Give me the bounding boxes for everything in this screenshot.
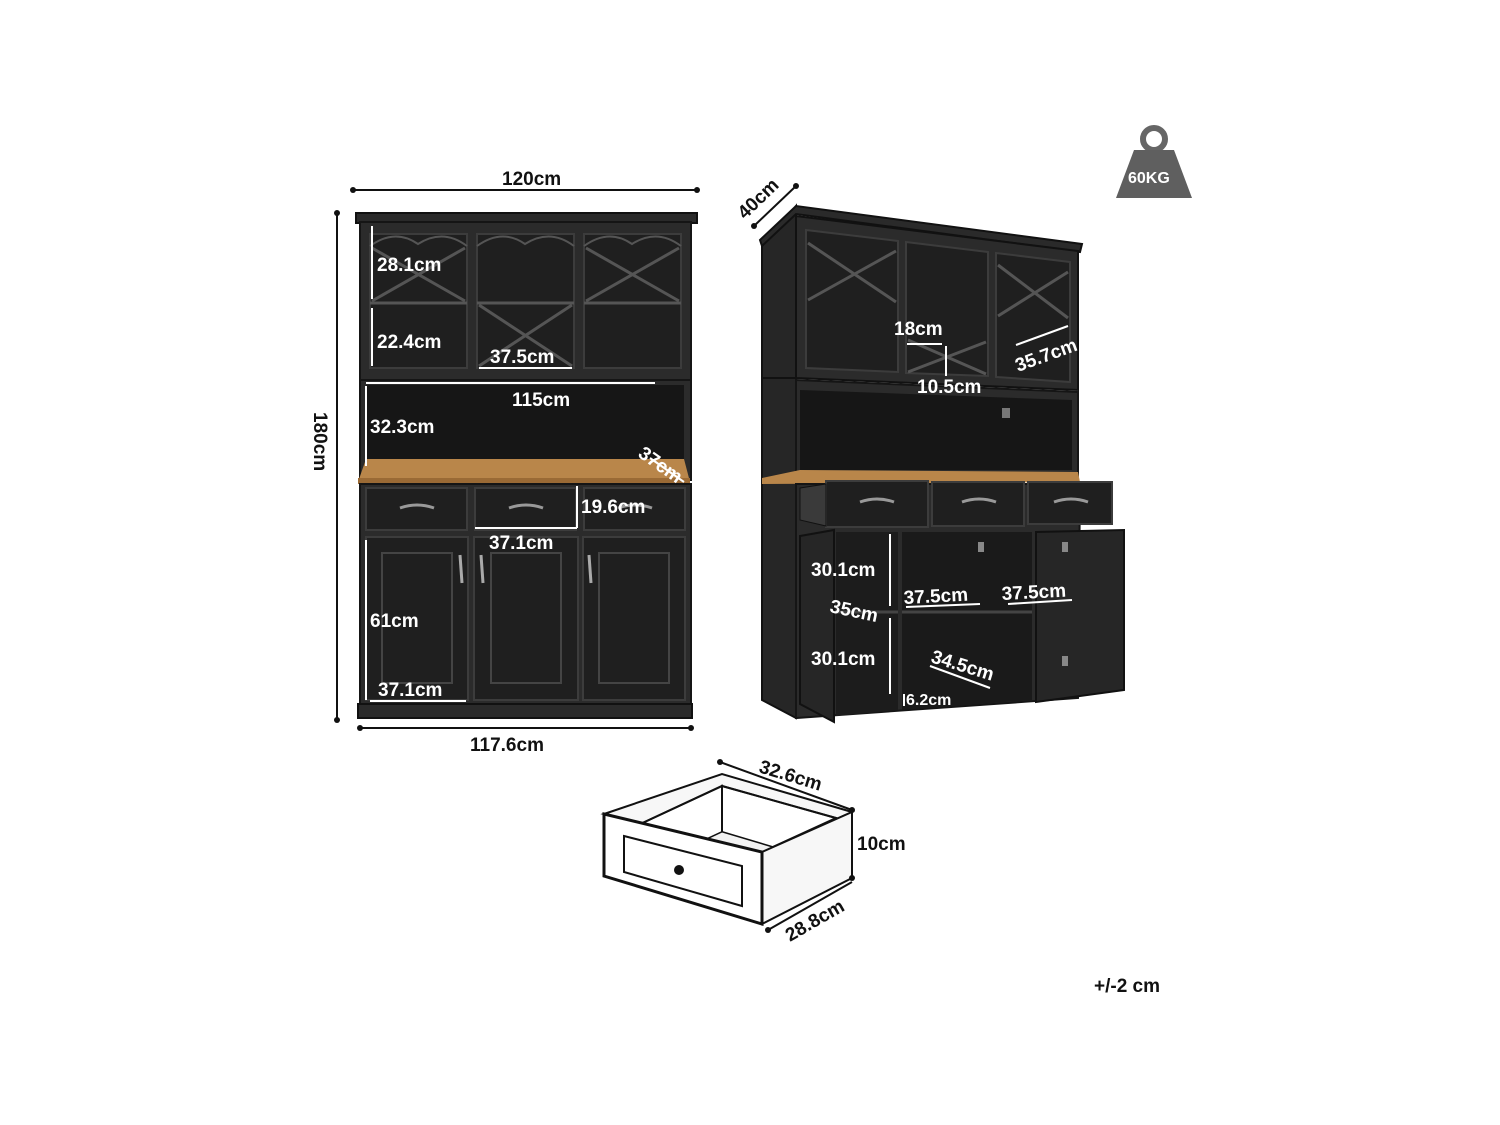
side-rack-height-label: 10.5cm	[917, 377, 981, 398]
side-leg-height-label: 6.2cm	[906, 692, 951, 709]
front-width-top-label: 120cm	[502, 169, 561, 190]
front-door-height-label: 61cm	[370, 611, 419, 632]
front-cubby-height-top-label: 28.1cm	[377, 255, 441, 276]
side-compartment-width-right-label: 37.5cm	[1001, 581, 1066, 605]
front-view-cabinet	[355, 212, 698, 719]
side-compartment-width-left-label: 37.5cm	[903, 585, 968, 609]
side-shelf-height-lower-label: 30.1cm	[811, 649, 875, 670]
front-cubby-width-label: 37.5cm	[490, 347, 554, 368]
side-depth-label: 40cm	[734, 175, 784, 224]
front-outer-dimension-lines	[334, 187, 700, 731]
side-shelf-height-upper-label: 30.1cm	[811, 560, 875, 581]
side-rack-width-label: 18cm	[894, 319, 943, 340]
weight-label: 60KG	[1128, 170, 1170, 187]
front-open-width-label: 115cm	[512, 390, 570, 411]
front-inner-dimension-lines	[365, 226, 685, 702]
tolerance-note: +/-2 cm	[1094, 976, 1160, 997]
side-dimension-lines	[751, 183, 1073, 706]
front-height-label: 180cm	[309, 412, 330, 471]
front-door-width-label: 37.1cm	[378, 680, 442, 701]
drawer-dimension-lines	[717, 759, 855, 933]
side-view-cabinet	[758, 203, 1125, 724]
front-width-bottom-label: 117.6cm	[470, 735, 544, 756]
front-drawer-height-label: 19.6cm	[581, 497, 645, 518]
drawer-height-label: 10cm	[857, 834, 906, 855]
front-open-height-label: 32.3cm	[370, 417, 434, 438]
front-cubby-height-lower-label: 22.4cm	[377, 332, 441, 353]
weight-icon	[1116, 125, 1192, 198]
front-drawer-width-label: 37.1cm	[489, 533, 553, 554]
drawer-detail-illustration	[600, 772, 855, 927]
